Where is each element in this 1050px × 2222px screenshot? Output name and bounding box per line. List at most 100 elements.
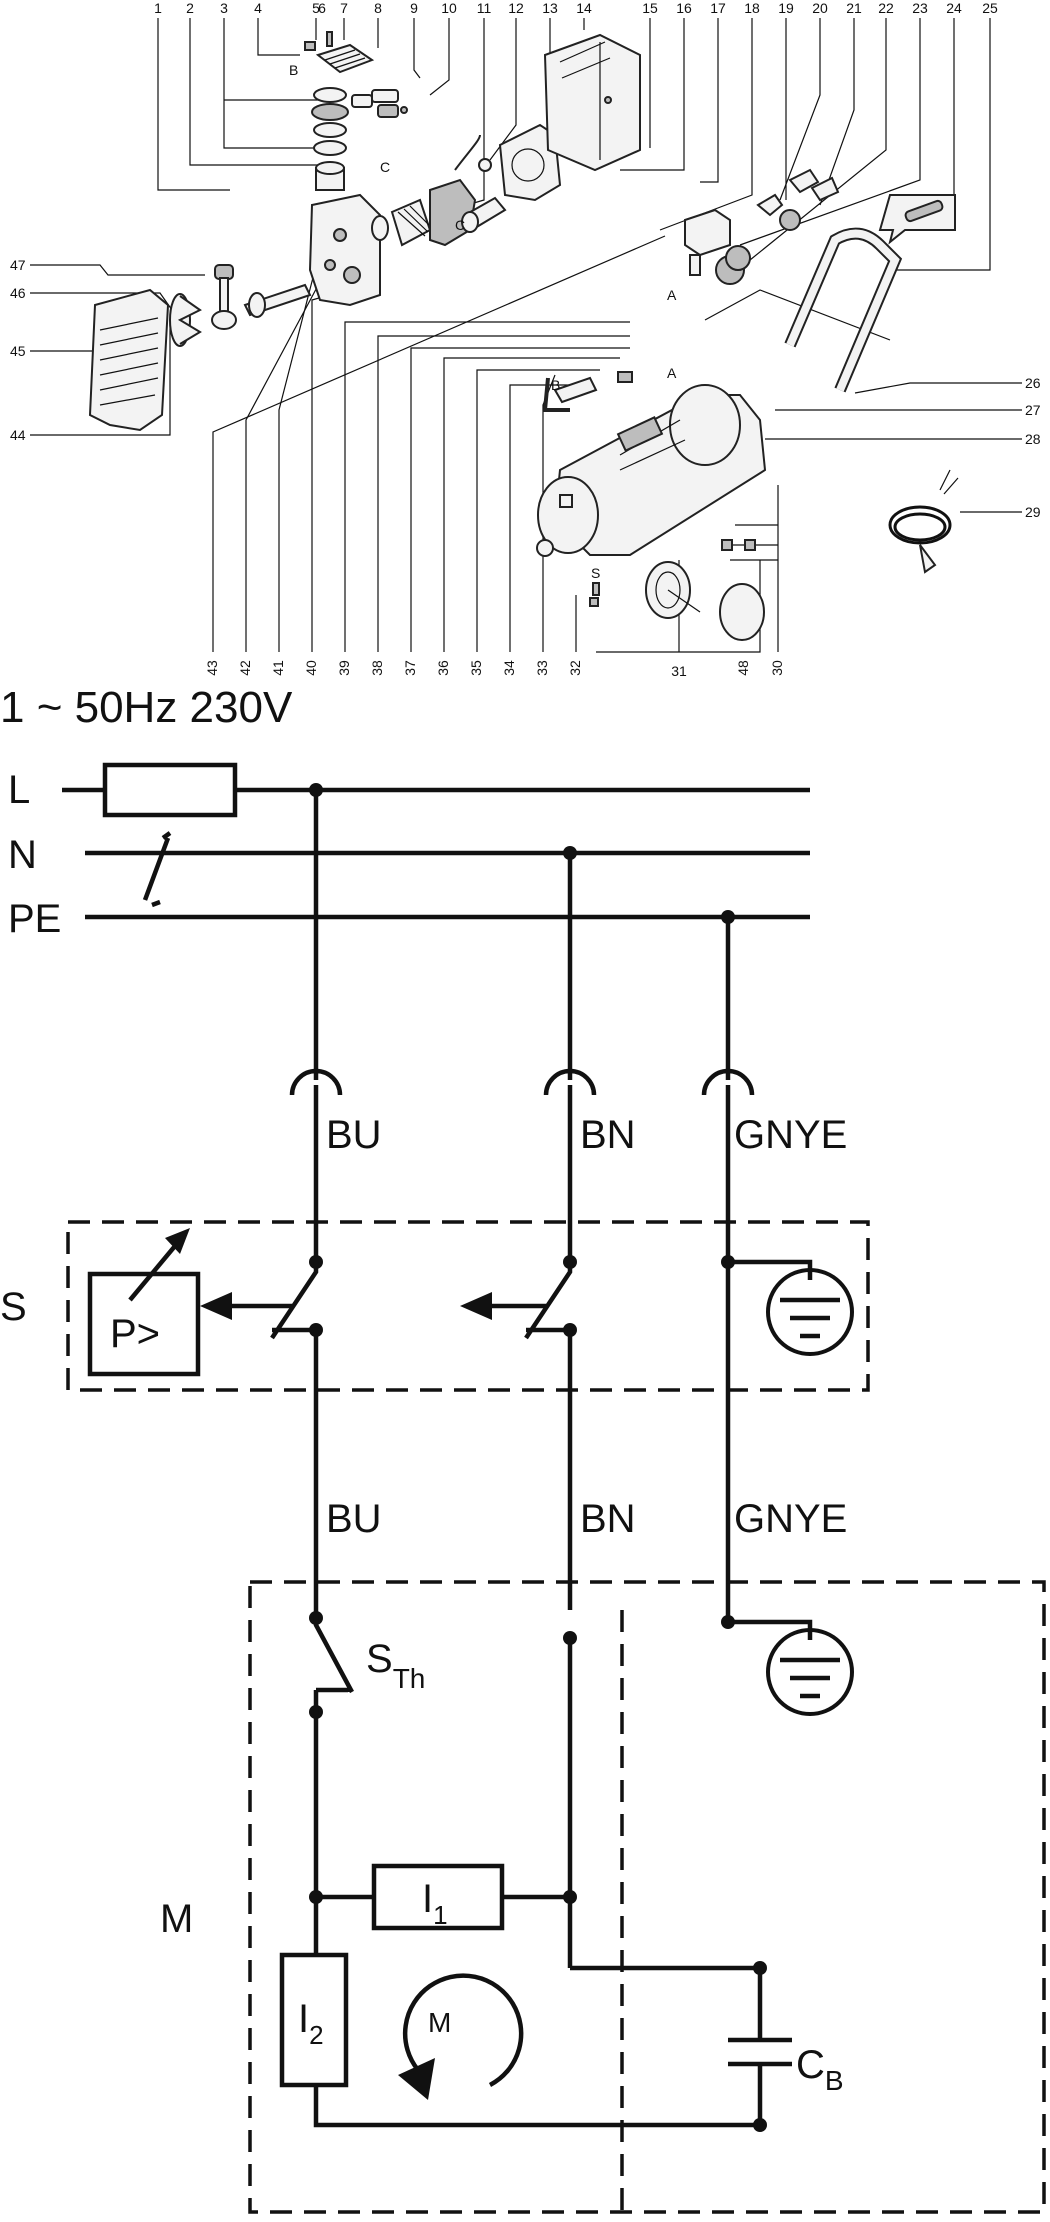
label-bu-top: BU	[326, 1113, 382, 1157]
callout-14: 14	[576, 0, 592, 16]
letter-c-upper: C	[380, 159, 390, 175]
callout-26: 26	[1025, 375, 1041, 391]
callout-34: 34	[501, 660, 517, 676]
winding-1-symbol	[371, 1863, 505, 1931]
callout-42: 42	[237, 660, 253, 676]
callout-30: 30	[769, 660, 785, 676]
callout-47: 47	[10, 257, 26, 273]
letter-b-top: B	[289, 62, 298, 78]
letter-s-tank: S	[591, 565, 600, 581]
callout-32: 32	[567, 660, 583, 676]
callout-25: 25	[982, 0, 998, 16]
label-bn-mid: BN	[580, 1497, 636, 1541]
switch-contact-bn	[524, 1262, 573, 1340]
callout-29: 29	[1025, 504, 1041, 520]
callout-12: 12	[508, 0, 524, 16]
label-bn-top: BN	[580, 1113, 636, 1157]
left-callout-numbers: 47 46 45 44	[10, 257, 26, 443]
callout-33: 33	[534, 660, 550, 676]
hose-part	[542, 377, 570, 412]
label-bu-mid: BU	[326, 1497, 382, 1541]
pressure-switch-symbol	[87, 1271, 201, 1377]
switch-box-frame	[66, 1220, 870, 1392]
callout-6: 6	[318, 0, 326, 16]
motor-box-label: M	[160, 1897, 193, 1941]
socket-bu	[289, 1068, 343, 1096]
multi-phase-tick	[142, 831, 172, 908]
callout-7: 7	[340, 0, 348, 16]
callout-44: 44	[10, 427, 26, 443]
inline-letters: B C C A A B S	[289, 62, 677, 581]
callout-4: 4	[254, 0, 262, 16]
thermal-switch-contact	[313, 1610, 354, 1712]
switch-contact-bu	[270, 1262, 319, 1340]
callout-20: 20	[812, 0, 828, 16]
callout-19: 19	[778, 0, 794, 16]
letter-a-pump: A	[667, 287, 677, 303]
callout-22: 22	[878, 0, 894, 16]
callout-36: 36	[435, 660, 451, 676]
callout-28: 28	[1025, 431, 1041, 447]
adjustable-arrow	[128, 1238, 182, 1302]
winding-2-label: I2	[298, 1997, 324, 2050]
accessory-nozzle-part	[878, 194, 956, 245]
power-cable-part	[888, 469, 959, 574]
right-leader-lines	[704, 289, 1022, 513]
capacitor-label: CB	[796, 2043, 844, 2096]
cylinder-head-part	[304, 31, 375, 74]
socket-bn	[543, 1068, 597, 1096]
rail-n-label: N	[8, 833, 37, 877]
callout-21: 21	[846, 0, 862, 16]
crankshaft-part	[211, 264, 312, 330]
junction-n	[563, 846, 577, 860]
callout-37: 37	[402, 660, 418, 676]
letter-a-tank: A	[667, 365, 677, 381]
callout-40: 40	[303, 660, 319, 676]
callout-10: 10	[441, 0, 457, 16]
junction-l	[309, 783, 323, 797]
valve-reed-part	[351, 89, 408, 118]
socket-gnye	[701, 1068, 755, 1096]
bottom-callout-numbers: 43 42 41 40 39 38 37 36 35 34 33 32 31 4…	[204, 660, 785, 679]
wiring-schematic: 1 ~ 50Hz 230V L N PE BU BN GNYE S	[0, 683, 1046, 2214]
carry-handle-part	[784, 227, 903, 393]
callout-45: 45	[10, 343, 26, 359]
shroud-part	[543, 33, 641, 172]
supply-title: 1 ~ 50Hz 230V	[0, 683, 293, 732]
ground-symbol-switch	[766, 1268, 854, 1356]
callout-24: 24	[946, 0, 962, 16]
callout-39: 39	[336, 660, 352, 676]
letter-c-lower: C	[455, 217, 465, 233]
motor-symbol-text: M	[428, 2007, 451, 2038]
callout-1: 1	[154, 0, 162, 16]
callout-9: 9	[410, 0, 418, 16]
bottom-leader-lines	[212, 235, 779, 653]
callout-2: 2	[186, 0, 194, 16]
pressure-switch-text: P>	[110, 1312, 160, 1356]
thermal-switch-label: STh	[366, 1637, 425, 1694]
fan-part	[169, 293, 202, 347]
outlet-valves-part	[725, 168, 840, 271]
callout-3: 3	[220, 0, 228, 16]
callout-31: 31	[671, 663, 687, 679]
callout-23: 23	[912, 0, 928, 16]
callout-16: 16	[676, 0, 692, 16]
rail-pe-label: PE	[8, 897, 61, 941]
fuse-symbol	[102, 762, 238, 818]
callout-8: 8	[374, 0, 382, 16]
valve-plate-stack-part	[311, 87, 349, 191]
callout-15: 15	[642, 0, 658, 16]
tank-fittings-part	[553, 371, 633, 607]
callout-35: 35	[468, 660, 484, 676]
callout-13: 13	[542, 0, 558, 16]
callout-46: 46	[10, 285, 26, 301]
callout-5: 5	[312, 0, 320, 16]
right-callout-numbers: 26 27 28 29	[1025, 375, 1041, 520]
motor-rotor-part	[371, 134, 481, 247]
motor-box-frame	[248, 1580, 1046, 2214]
top-callout-numbers: 1 2 3 4 5 6 7 8 9 10 11 12 13 14 15 16 1…	[154, 0, 998, 16]
label-gnye-mid: GNYE	[734, 1497, 847, 1541]
callout-11: 11	[477, 0, 492, 16]
ground-symbol-motor	[766, 1628, 854, 1716]
